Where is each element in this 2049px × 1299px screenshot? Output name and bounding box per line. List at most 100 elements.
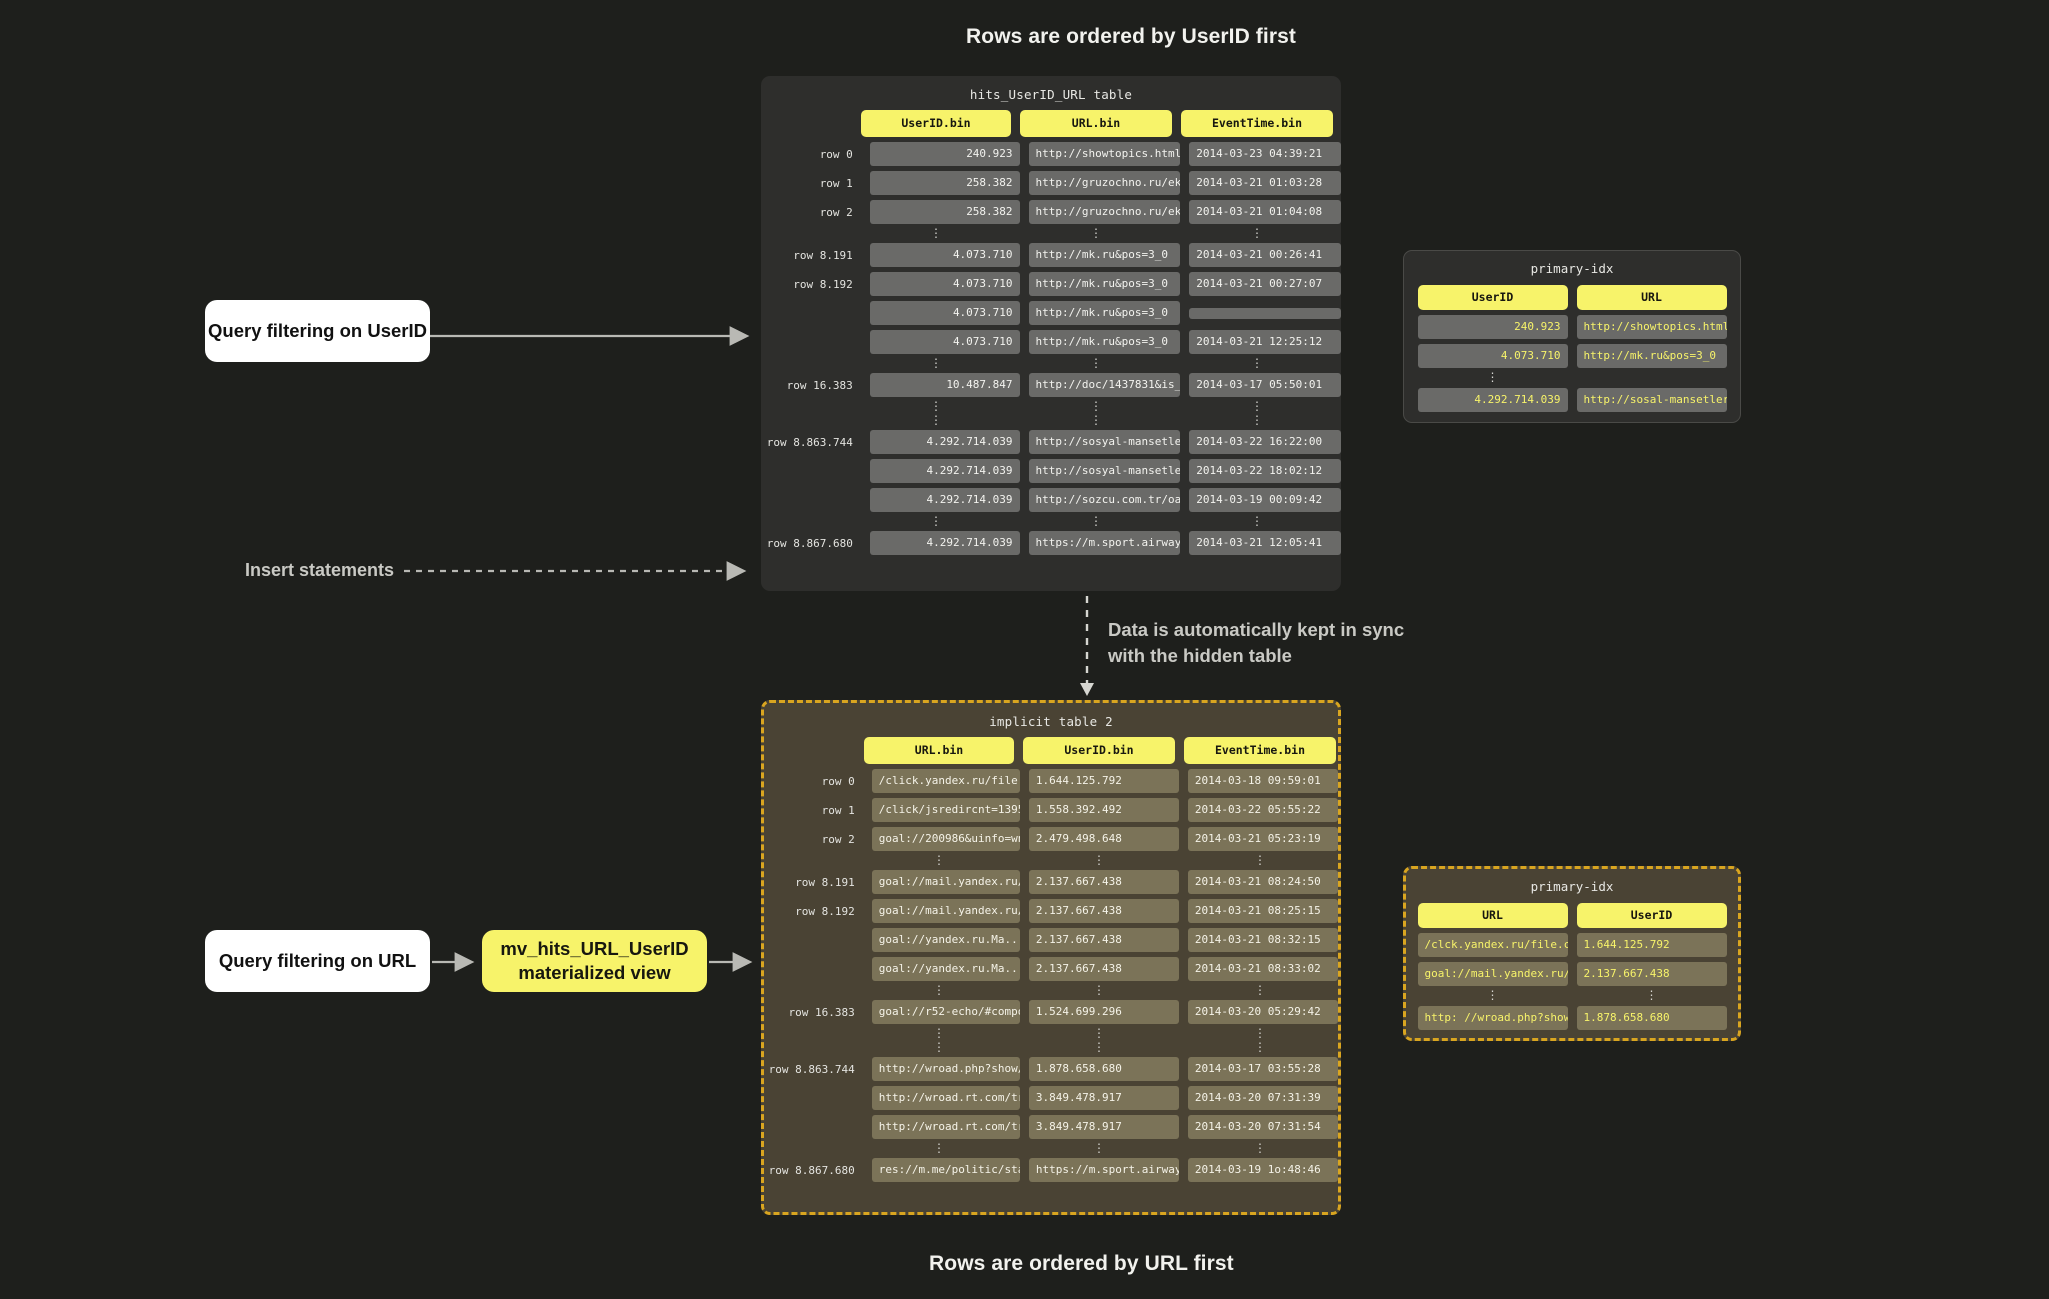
primary-idx-row: goal://mail.yandex.ru/Ma...2.137.667.438: [1406, 962, 1738, 986]
table-cell: 2014-03-22 16:22:00: [1189, 430, 1341, 454]
row-label: row 16.383: [788, 1005, 855, 1019]
page-title-top: Rows are ordered by UserID first: [966, 25, 1296, 48]
table-cell: /click/jsredircnt=1395412...: [871, 798, 1020, 822]
table-cell: http://gruzochno.ru/ekat...: [1028, 171, 1181, 195]
column-header-userid-bin[interactable]: UserID.bin: [861, 110, 1011, 137]
table-cell: 1.524.699.296: [1028, 1000, 1179, 1024]
table-cell: http://doc/1437831&is_mo...: [1028, 373, 1181, 397]
primary-idx-bottom: primary-idx URL UserID/clck.yandex.ru/fil…: [1403, 866, 1741, 1041]
row-label: row 16.383: [786, 378, 853, 392]
table-row: row 8.867.680 res://m.me/politic/stati...…: [764, 1158, 1338, 1182]
table-title-bottom: implicit table 2: [989, 714, 1113, 729]
callout-materialized-view[interactable]: mv_hits_URL_UserID materialized view: [482, 930, 707, 992]
primary-idx-row: 4.292.714.039http://sosal-mansetleri...: [1404, 388, 1740, 412]
table-row: http://wroad.rt.com/tr/...3.849.478.9172…: [764, 1086, 1338, 1110]
table-header-row: UserID.bin URL.bin EventTime.bin: [761, 110, 1341, 137]
table-row: row 8.192goal://mail.yandex.ru/Ma...2.13…: [764, 899, 1338, 923]
row-label: row 8.863.744: [768, 1062, 855, 1076]
table-row: row 2258.382http://gruzochno.ru/ekat...2…: [761, 200, 1341, 224]
callout-query-filtering-url[interactable]: Query filtering on URL: [205, 930, 430, 992]
table-cell: goal://yandex.ru.Ma...: [871, 928, 1020, 952]
table-cell: http://showtopics.html%3...: [1028, 142, 1181, 166]
table-row: row 1/click/jsredircnt=1395412... 1.558.3…: [764, 798, 1338, 822]
table-row: row 1258.382http://gruzochno.ru/ekat...2…: [761, 171, 1341, 195]
primary-idx-column-header-url[interactable]: URL: [1417, 903, 1568, 928]
table-cell: 2014-03-19 00:09:42: [1189, 488, 1341, 512]
callout-query-filtering-userid[interactable]: Query filtering on UserID: [205, 300, 430, 362]
table-cell: 4.073.710: [869, 330, 1020, 354]
table-cell: 2.137.667.438: [1028, 870, 1179, 894]
table-cell: 3.849.478.917: [1028, 1086, 1179, 1110]
table-cell: 2014-03-22 18:02:12: [1189, 459, 1341, 483]
column-header-userid-bin[interactable]: UserID.bin: [1023, 737, 1175, 764]
page-title-bottom: Rows are ordered by URL first: [929, 1252, 1234, 1275]
table-cell: goal://mail.yandex.ru/Ma...: [871, 870, 1020, 894]
table-cell: 2014-03-21 08:24:50: [1187, 870, 1338, 894]
table-cell: res://m.me/politic/stati...: [871, 1158, 1020, 1182]
table-cell: 10.487.847: [869, 373, 1020, 397]
row-label: row 8.867.680: [766, 536, 853, 550]
label-insert-statements: Insert statements: [245, 560, 395, 580]
table-cell: http://sozcu.com.tr/oaut: [1028, 488, 1181, 512]
table-cell: 4.292.714.039: [869, 430, 1020, 454]
table-row: row 16.383 10.487.847 http://doc/1437831&i…: [761, 373, 1341, 397]
row-label: row 0: [819, 147, 853, 161]
column-header-eventtime-bin[interactable]: EventTime.bin: [1181, 110, 1333, 137]
table-row: row 8.863.744http://wroad.php?show/7...1…: [764, 1057, 1338, 1081]
primary-idx-column-header-url[interactable]: URL: [1576, 285, 1727, 310]
row-label: row 8.192: [795, 904, 855, 918]
row-label: row 2: [819, 205, 853, 219]
column-header-url-bin[interactable]: URL.bin: [1020, 110, 1172, 137]
table-cell: https://m.sport.airway/?: [1028, 531, 1181, 555]
table-panel-hits-userid-url: hits_UserID_URL table UserID.bin URL.bin E…: [761, 76, 1341, 591]
primary-idx-row: /clck.yandex.ru/file.com...1.644.125.792: [1406, 933, 1738, 957]
primary-idx-column-header-userid[interactable]: UserID: [1576, 903, 1727, 928]
table-panel-implicit-table-2: implicit table 2 URL.bin UserID.bin EventT…: [761, 700, 1341, 1215]
table-cell: goal://mail.yandex.ru/Ma...: [871, 899, 1020, 923]
table-cell: 2014-03-19 1o:48:46: [1187, 1158, 1338, 1182]
table-cell: goal://200986&uinfo=wn-1...: [871, 827, 1020, 851]
table-cell: 4.073.710: [869, 243, 1020, 267]
column-header-url-bin[interactable]: URL.bin: [864, 737, 1014, 764]
table-cell: 258.382: [869, 171, 1020, 195]
table-cell: 2.137.667.438: [1028, 928, 1179, 952]
primary-idx-cell: 4.073.710: [1417, 344, 1568, 368]
table-row: 4.292.714.039 http://sozcu.com.tr/oaut 201…: [761, 488, 1341, 512]
table-cell: 1.558.392.492: [1028, 798, 1179, 822]
primary-idx-cell: /clck.yandex.ru/file.com...: [1417, 933, 1568, 957]
table-cell: 2014-03-21 08:32:15: [1187, 928, 1338, 952]
table-row: row 2goal://200986&uinfo=wn-1...2.479.49…: [764, 827, 1338, 851]
primary-idx-title-bottom: primary-idx: [1530, 879, 1614, 894]
table-title-top: hits_UserID_URL table: [969, 87, 1133, 102]
table-cell: 4.073.710: [869, 272, 1020, 296]
table-cell: 2014-03-21 00:26:41: [1189, 243, 1341, 267]
row-label: row 8.192: [793, 277, 853, 291]
row-label: row 1: [819, 176, 853, 190]
table-cell: http://sosyal-mansetleri...: [1028, 459, 1181, 483]
column-header-eventtime-bin[interactable]: EventTime.bin: [1184, 737, 1336, 764]
table-row: 4.292.714.039http://sosyal-mansetleri...…: [761, 459, 1341, 483]
primary-idx-header-row: UserID URL: [1404, 285, 1740, 310]
row-label: row 2: [821, 832, 855, 846]
table-cell: http://sosyal-mansetleri...: [1028, 430, 1181, 454]
row-label: row 1: [821, 803, 855, 817]
primary-idx-cell: http: //wroad.php?show/7...: [1417, 1006, 1568, 1030]
table-cell: http://wroad.rt.com/tr/...: [871, 1115, 1020, 1139]
table-cell: 2014-03-17 05:50:01: [1189, 373, 1341, 397]
row-label: row 8.191: [793, 248, 853, 262]
table-cell: http://mk.ru&pos=3_0: [1028, 272, 1181, 296]
table-cell: 2014-03-20 05:29:42: [1187, 1000, 1338, 1024]
table-cell: 2.137.667.438: [1028, 957, 1179, 981]
table-cell: 4.292.714.039: [869, 488, 1020, 512]
table-cell: http://wroad.rt.com/tr/...: [871, 1086, 1020, 1110]
row-label: row 8.867.680: [768, 1163, 855, 1177]
primary-idx-column-header-userid[interactable]: UserID: [1417, 285, 1568, 310]
table-row: http://wroad.rt.com/tr/...3.849.478.9172…: [764, 1115, 1338, 1139]
